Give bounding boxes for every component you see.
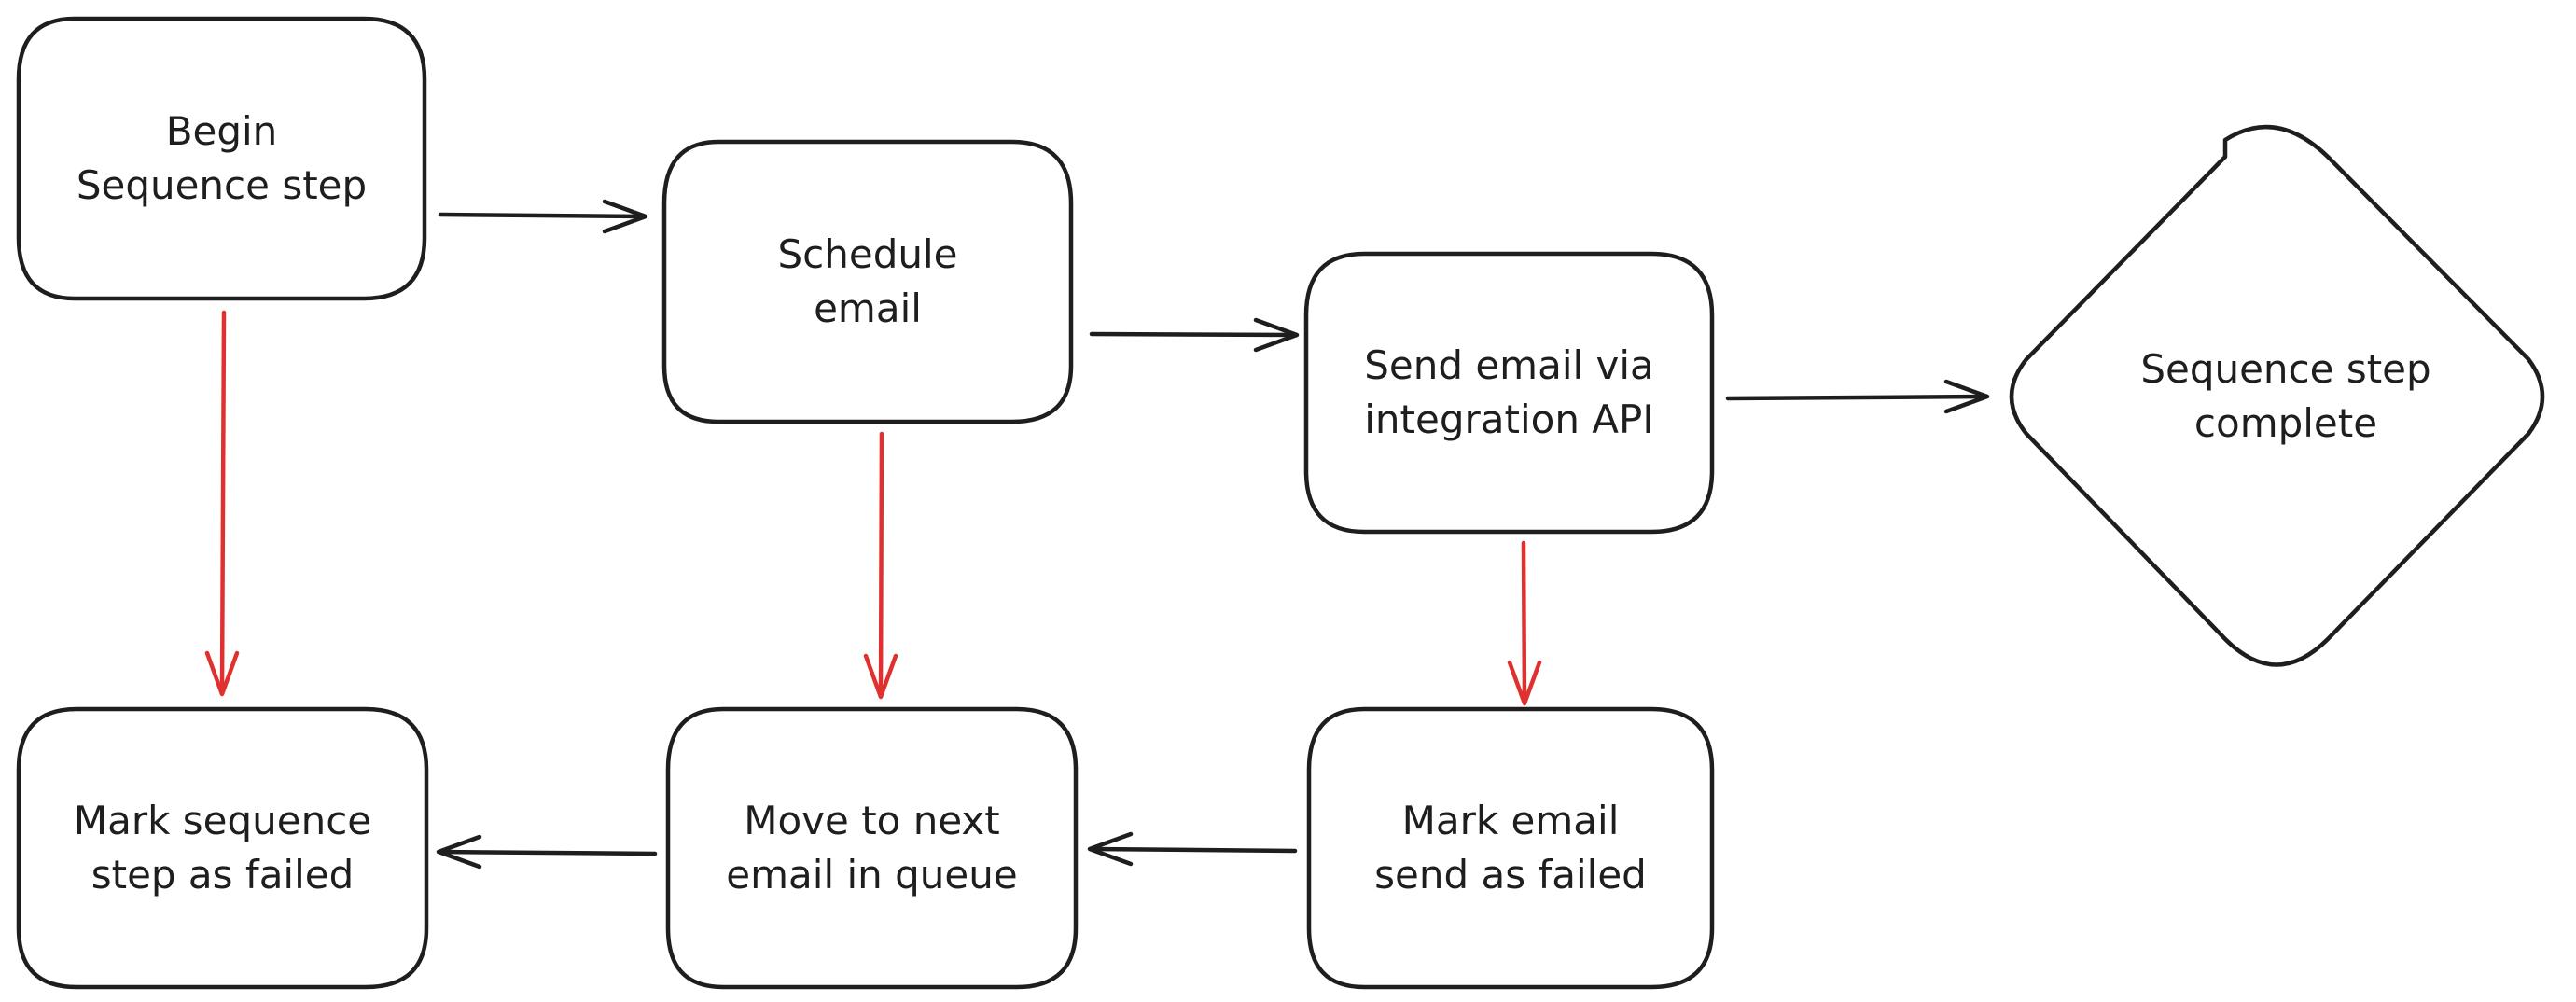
arrow-begin-to-mark-step-failed [204, 310, 240, 697]
arrow-mark-send-failed-to-move-next [1087, 831, 1298, 867]
arrow-move-next-to-mark-step-failed [436, 834, 658, 870]
node-mark-step-failed-shape [16, 706, 429, 990]
arrow-schedule-to-send [1089, 317, 1300, 353]
node-schedule-shape [661, 139, 1074, 424]
node-move-next-shape [665, 706, 1079, 990]
node-mark-send-failed-shape [1306, 706, 1715, 990]
node-begin-shape [16, 16, 427, 301]
arrow-send-to-mark-send-failed [1507, 540, 1542, 706]
node-send-shape [1303, 251, 1715, 535]
arrow-send-to-complete [1725, 379, 1990, 414]
node-complete-shape [2009, 124, 2545, 667]
arrow-schedule-to-move-next [863, 431, 898, 700]
arrow-begin-to-schedule [438, 199, 648, 234]
